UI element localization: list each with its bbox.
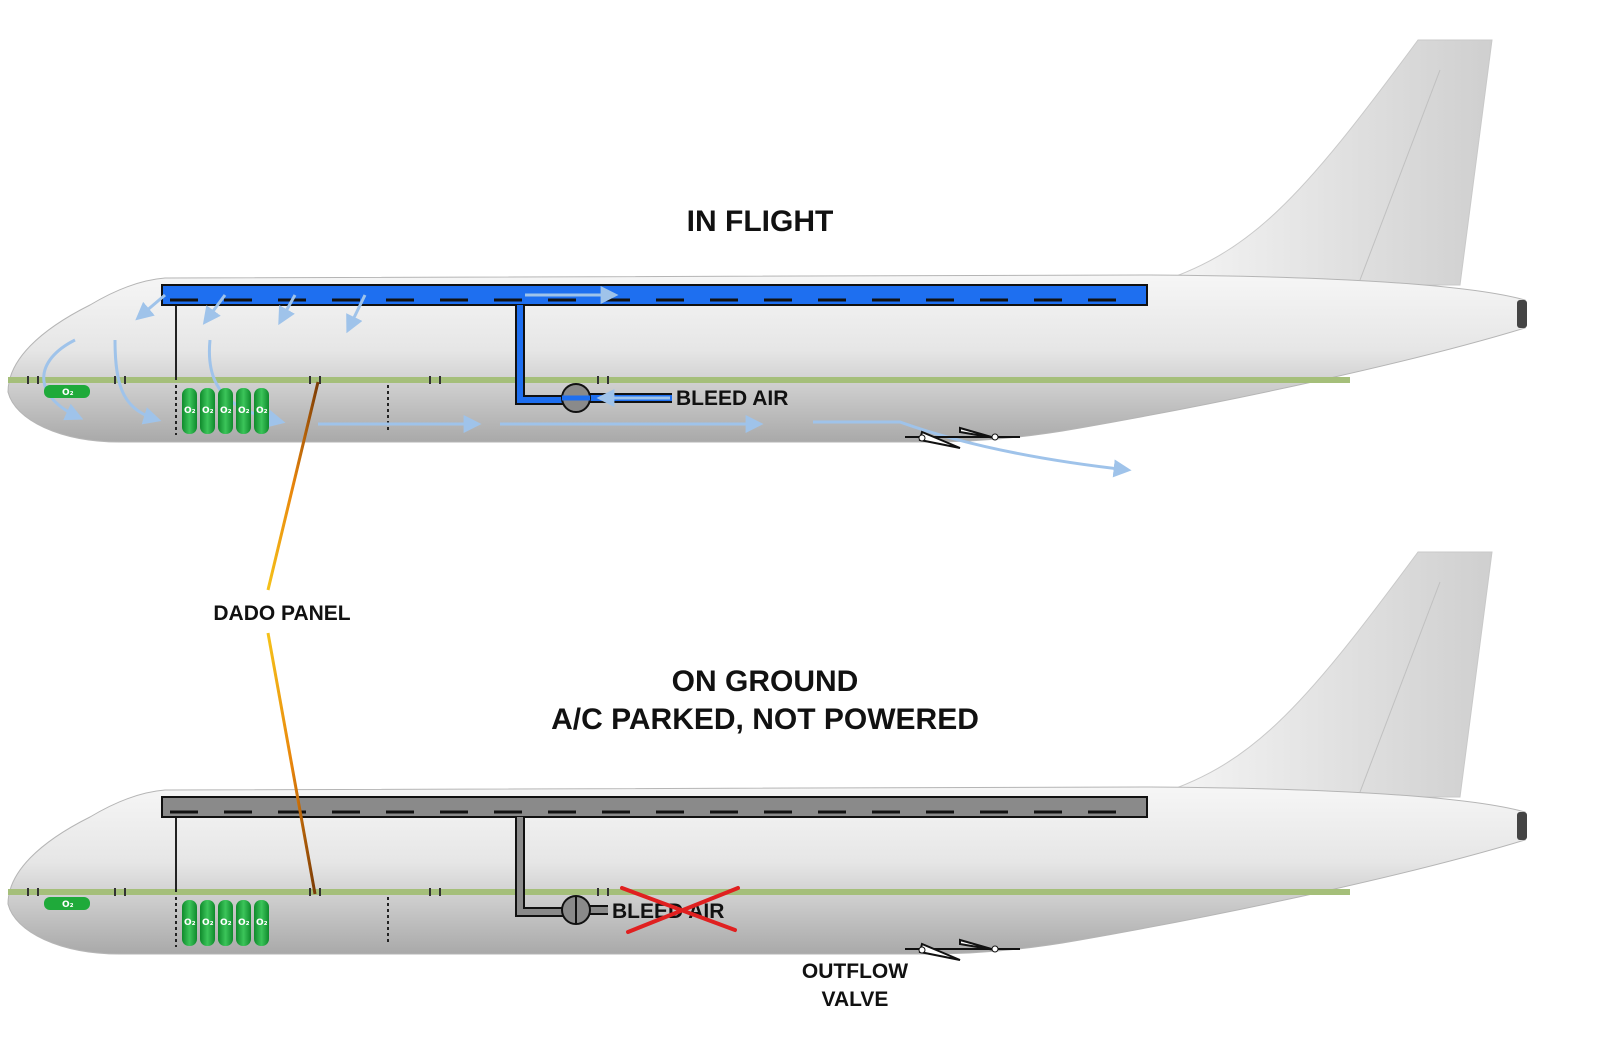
outflow-valve-bottom: [905, 938, 1020, 961]
outflow-valve-label-line1: OUTFLOW: [802, 960, 908, 983]
o2-bottle-label: O₂: [220, 406, 232, 416]
o2-bottle-label: O₂: [202, 406, 214, 416]
fuselage: [7, 274, 1526, 443]
o2-bottle-label: O₂: [256, 406, 268, 416]
dado-panel-label: DADO PANEL: [213, 602, 350, 625]
aircraft-in-flight: O₂ O₂ O₂ O₂ O₂ O₂ BLEED AIR: [7, 39, 1527, 478]
overhead-air-duct-inactive: [161, 796, 1148, 818]
o2-bottle-label: O₂: [184, 406, 196, 416]
oxygen-bottles: O₂ O₂ O₂ O₂ O₂: [182, 388, 269, 434]
tail-fin: [1149, 551, 1493, 798]
o2-label: O₂: [62, 388, 74, 398]
o2-bottle-label: O₂: [220, 918, 232, 928]
o2-label: O₂: [62, 900, 74, 910]
on-ground-title-line1: ON GROUND: [672, 665, 859, 698]
on-ground-title-line2: A/C PARKED, NOT POWERED: [551, 703, 979, 736]
bleed-air-unavailable-cross: [620, 886, 740, 934]
airflow-arrows: [42, 286, 1132, 478]
cockpit-oxygen-bottle: O₂: [44, 897, 90, 910]
overhead-air-duct-active: [161, 284, 1148, 306]
in-flight-title: IN FLIGHT: [687, 205, 834, 238]
aircraft-on-ground: O₂ O₂ O₂ O₂ O₂ O₂ BLEED AIR: [7, 551, 1527, 961]
outflow-valve-top: [905, 426, 1020, 449]
o2-bottle-label: O₂: [238, 918, 250, 928]
outflow-valve-label-line2: VALVE: [822, 988, 889, 1011]
cockpit-oxygen-bottle: O₂: [44, 385, 90, 398]
dado-panel-leaders: [266, 381, 320, 895]
oxygen-bottles: O₂ O₂ O₂ O₂ O₂: [182, 900, 269, 946]
tail-fin: [1149, 39, 1493, 286]
fuselage: [7, 786, 1526, 955]
o2-bottle-label: O₂: [202, 918, 214, 928]
o2-bottle-label: O₂: [238, 406, 250, 416]
o2-bottle-label: O₂: [184, 918, 196, 928]
o2-bottle-label: O₂: [256, 918, 268, 928]
bleed-air-label: BLEED AIR: [676, 387, 788, 410]
